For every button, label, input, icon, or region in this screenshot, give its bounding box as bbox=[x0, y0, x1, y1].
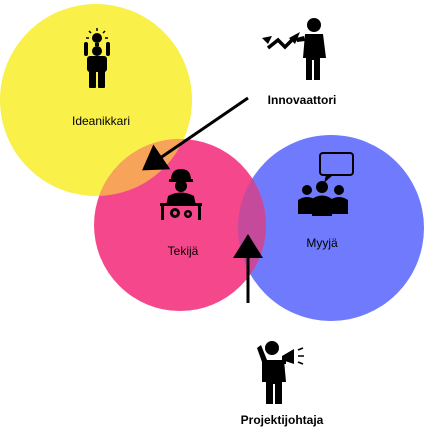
person-with-growth-arrow-icon bbox=[262, 18, 326, 80]
innovaattori-arrow bbox=[142, 96, 249, 171]
myyja-label: Myyjä bbox=[306, 236, 338, 250]
ideanikkari-label: Ideanikkari bbox=[72, 114, 130, 128]
myyja-circle bbox=[238, 135, 424, 321]
tekija-label: Tekijä bbox=[168, 244, 199, 258]
person-with-megaphone-icon bbox=[257, 341, 304, 404]
group-with-speech-bubble-icon bbox=[298, 152, 354, 216]
worker-with-gears-icon bbox=[160, 169, 202, 220]
projektijohtaja-label: Projektijohtaja bbox=[241, 413, 324, 427]
innovaattori-label: Innovaattori bbox=[268, 93, 337, 107]
person-with-lightbulb-icon bbox=[84, 28, 110, 88]
